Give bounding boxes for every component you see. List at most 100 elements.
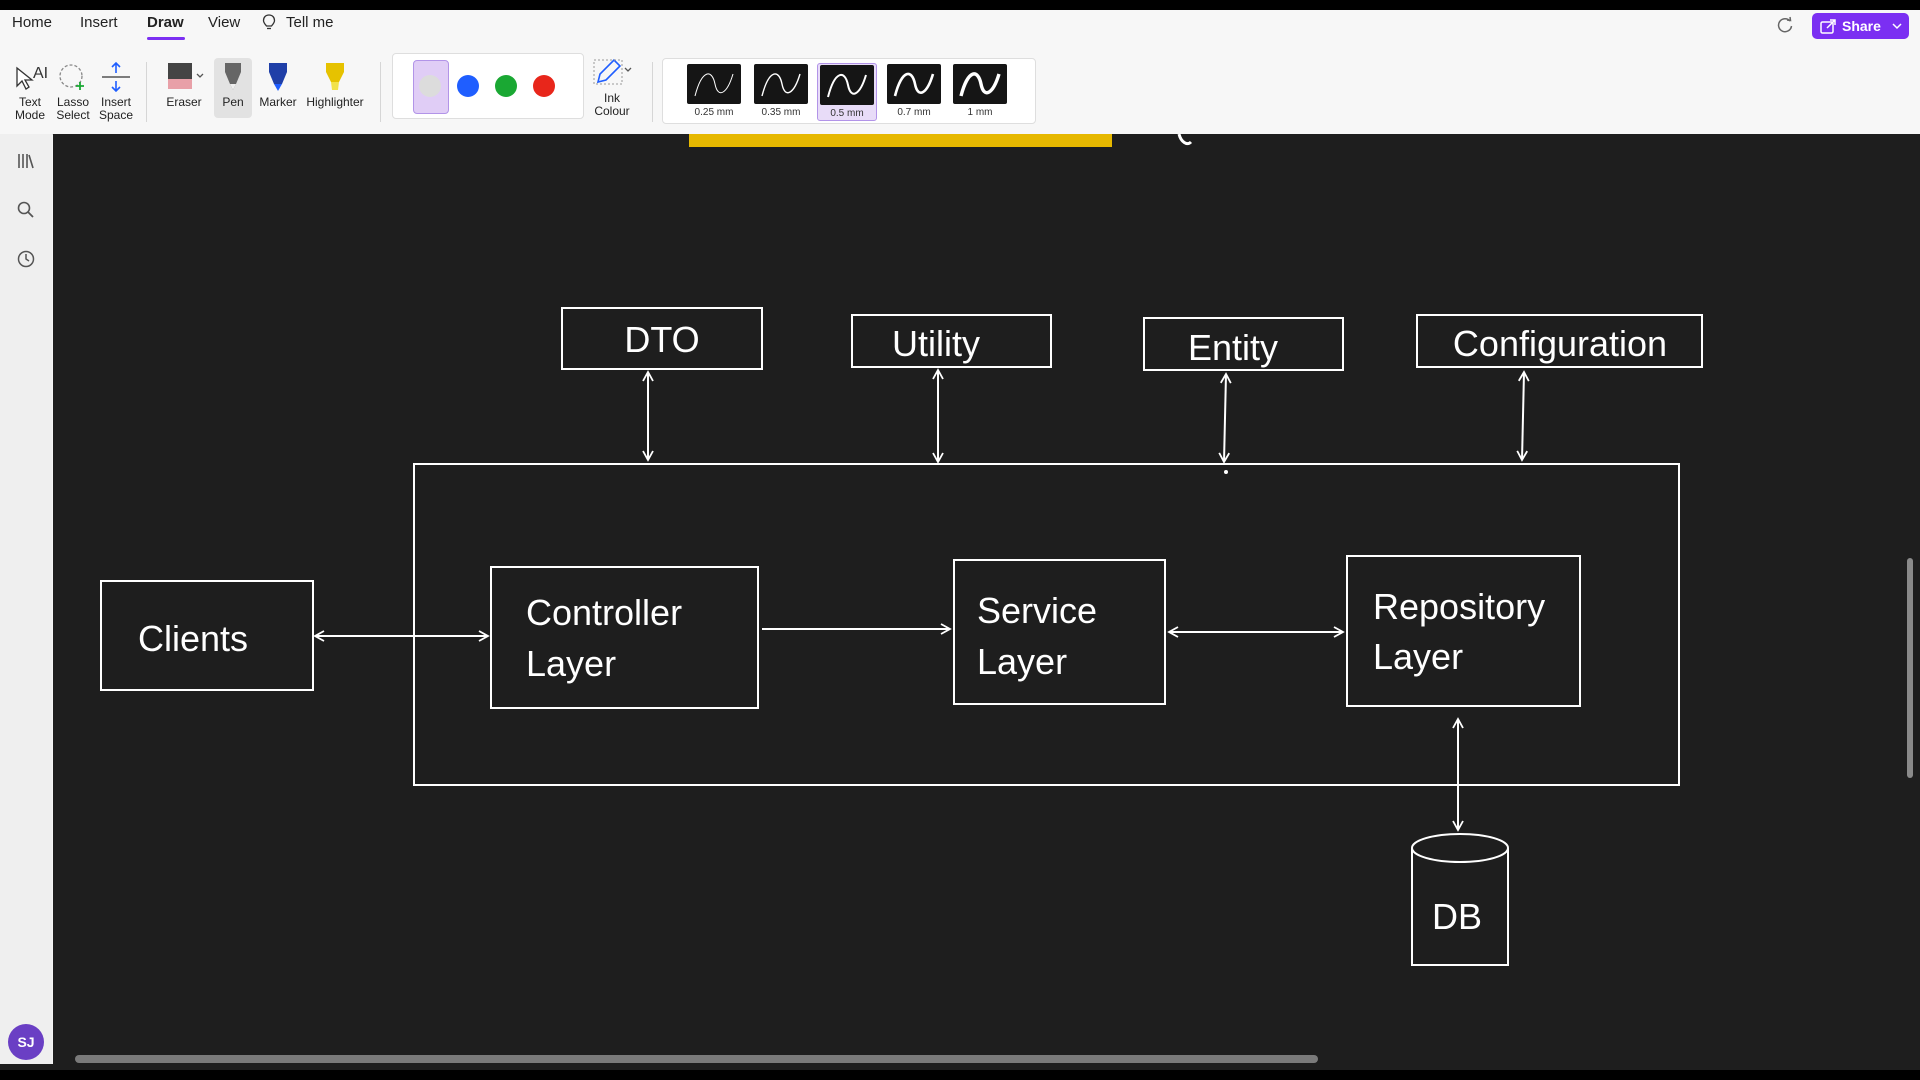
ink-color-green[interactable] <box>495 75 517 97</box>
user-avatar[interactable]: SJ <box>8 1024 44 1060</box>
repository-label-line1: Repository <box>1373 586 1545 627</box>
marker-label: Marker <box>259 95 297 109</box>
stroke-preview-icon <box>694 73 734 97</box>
title-ink-stroke <box>1177 134 1193 146</box>
lightbulb-icon <box>262 14 276 30</box>
share-label: Share <box>1842 18 1881 34</box>
service-layer-node: Service Layer <box>953 559 1166 705</box>
thickness-label: 0.7 mm <box>897 107 931 118</box>
ink-colour-label-2: Colour <box>594 104 630 118</box>
onenote-app-window: Home Insert Draw View Tell me Share <box>0 10 1920 1070</box>
entity-label: Entity <box>1188 327 1278 368</box>
entity-arrow <box>1218 372 1232 464</box>
pen-label: Pen <box>222 95 244 109</box>
lasso-icon <box>59 64 84 90</box>
thickness-option[interactable]: 1 mm <box>951 64 1009 118</box>
utility-label: Utility <box>892 323 980 364</box>
stroke-preview-icon <box>893 72 935 97</box>
ink-color-light-gray[interactable] <box>419 75 441 97</box>
marker-icon <box>269 63 287 91</box>
thickness-label: 0.5 mm <box>830 108 864 119</box>
ink-dot <box>1224 470 1228 474</box>
text-mode-button[interactable]: AI Text Mode <box>10 60 50 122</box>
highlighter-button[interactable]: Highlighter <box>302 60 368 109</box>
insert-space-button[interactable]: Insert Space <box>96 60 136 122</box>
configuration-node: Configuration <box>1416 314 1703 368</box>
ribbon-divider <box>652 62 653 122</box>
lasso-label-1: Lasso <box>56 95 90 109</box>
repository-layer-node: Repository Layer <box>1346 555 1581 707</box>
thickness-option[interactable]: 0.35 mm <box>752 64 810 118</box>
ink-color-palette <box>392 53 584 119</box>
service-label-line1: Service <box>977 590 1097 631</box>
marker-button[interactable]: Marker <box>258 60 298 109</box>
eraser-icon <box>168 63 204 89</box>
share-icon <box>1820 19 1836 34</box>
text-mode-label-1: Text <box>18 95 41 109</box>
architecture-diagram: DTO Utility Entity Configuration <box>100 134 1703 966</box>
tell-me-label: Tell me <box>286 14 334 31</box>
share-button[interactable]: Share <box>1812 13 1909 39</box>
stroke-preview-icon <box>959 72 1001 97</box>
eraser-button[interactable]: Eraser <box>160 60 208 109</box>
ribbon-divider <box>146 62 147 122</box>
vertical-scrollbar[interactable] <box>1907 558 1913 778</box>
dto-label: DTO <box>624 319 699 360</box>
thickness-option[interactable]: 0.25 mm <box>685 64 743 118</box>
text-mode-label-2: Mode <box>14 108 46 122</box>
search-icon[interactable] <box>16 200 36 220</box>
menu-home[interactable]: Home <box>12 14 53 31</box>
active-tab-indicator <box>147 37 185 40</box>
database-node: DB <box>1411 833 1509 966</box>
lasso-select-button[interactable]: Lasso Select <box>53 60 93 122</box>
ink-colour-label-1: Ink <box>603 91 620 105</box>
stroke-preview-icon <box>761 73 801 97</box>
ink-color-blue[interactable] <box>457 75 479 97</box>
tell-me-search[interactable]: Tell me <box>262 14 342 34</box>
draw-ribbon: AI Text Mode Lasso Select Insert Space <box>0 40 1920 135</box>
ink-color-red[interactable] <box>533 75 555 97</box>
thickness-picker: 0.25 mm 0.35 mm 0.5 mm 0.7 mm 1 mm <box>662 58 1036 124</box>
note-canvas[interactable]: DTO Utility Entity Configuration <box>53 134 1905 1064</box>
library-icon[interactable] <box>16 151 36 171</box>
repository-label-line2: Layer <box>1373 636 1463 677</box>
left-navigation-rail <box>0 134 52 1070</box>
stroke-preview-icon <box>827 74 867 98</box>
sync-icon[interactable] <box>1775 15 1795 35</box>
highlighted-title-fragment <box>689 134 1112 144</box>
controller-label-line1: Controller <box>526 592 682 633</box>
dto-node: DTO <box>561 307 763 370</box>
horizontal-scrollbar[interactable] <box>75 1055 1318 1063</box>
db-label: DB <box>1432 896 1482 937</box>
menu-draw[interactable]: Draw <box>147 14 184 31</box>
thickness-label: 0.25 mm <box>694 107 734 118</box>
clients-label: Clients <box>138 618 248 659</box>
utility-node: Utility <box>851 314 1052 368</box>
controller-layer-node: Controller Layer <box>490 566 759 709</box>
pen-button[interactable]: Pen <box>214 58 252 118</box>
thickness-label: 1 mm <box>967 107 993 118</box>
highlighter-label: Highlighter <box>306 95 364 109</box>
thickness-option-selected[interactable]: 0.5 mm <box>817 63 877 121</box>
bottom-gutter <box>0 1064 1920 1070</box>
title-underline <box>689 144 1112 147</box>
insert-space-label-2: Space <box>98 108 134 122</box>
insert-space-icon <box>102 61 130 92</box>
insert-space-label-1: Insert <box>100 95 131 109</box>
configuration-arrow <box>1516 370 1530 462</box>
history-icon[interactable] <box>16 249 36 269</box>
application-boundary <box>413 463 1680 786</box>
menu-insert[interactable]: Insert <box>80 14 118 31</box>
eraser-label: Eraser <box>166 95 202 109</box>
svg-text:AI: AI <box>33 65 47 82</box>
ink-pen-icon <box>593 58 632 85</box>
thickness-option[interactable]: 0.7 mm <box>885 64 943 118</box>
chevron-down-icon <box>1892 23 1902 30</box>
ink-colour-button[interactable]: Ink Colour <box>588 56 636 118</box>
pen-icon <box>225 63 241 90</box>
menu-view[interactable]: View <box>208 14 241 31</box>
highlighter-icon <box>326 63 344 90</box>
service-label-line2: Layer <box>977 641 1067 682</box>
clients-node: Clients <box>100 580 314 691</box>
lasso-label-2: Select <box>56 108 90 122</box>
